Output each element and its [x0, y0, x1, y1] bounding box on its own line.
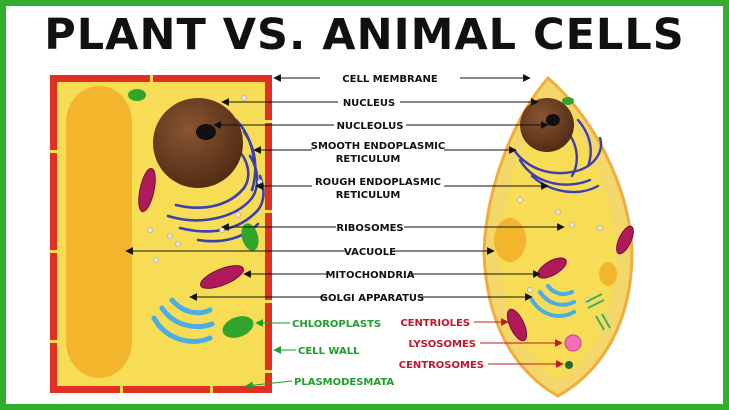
label-ribosomes: RIBOSOMES: [336, 223, 403, 234]
animal-centrioles: [585, 293, 611, 331]
label-mitochondria: MITOCHONDRIA: [325, 270, 414, 281]
animal-endoplasmic-reticulum: [512, 118, 603, 194]
plant-chloroplast: [222, 316, 254, 338]
label-chloroplasts: CHLOROPLASTS: [292, 319, 381, 330]
label-rough-er-line2: RETICULUM: [336, 190, 401, 201]
label-cell-wall: CELL WALL: [298, 346, 360, 357]
label-centrioles: CENTRIOLES: [400, 318, 470, 329]
diagram-title: PLANT VS. ANIMAL CELLS: [44, 10, 685, 60]
animal-nucleolus: [546, 114, 560, 126]
plant-nucleus: [153, 98, 243, 188]
plant-vacuole: [66, 86, 132, 378]
label-nucleolus: NUCLEOLUS: [337, 121, 404, 132]
label-rough-er-line1: ROUGH ENDOPLASMIC: [315, 177, 441, 188]
label-smooth-er-line1: SMOOTH ENDOPLASMIC: [311, 141, 445, 152]
leader-lines: [125, 74, 565, 390]
shared-labels: CELL MEMBRANE NUCLEUS NUCLEOLUS SMOOTH E…: [311, 74, 445, 304]
animal-cell: [482, 75, 634, 398]
label-nucleus: NUCLEUS: [343, 98, 395, 109]
label-cell-membrane: CELL MEMBRANE: [342, 74, 438, 85]
animal-centrosome: [565, 361, 573, 369]
plant-chloroplast: [128, 89, 146, 101]
animal-mitochondrion: [616, 225, 634, 255]
animal-lysosome: [564, 334, 582, 352]
animal-mitochondrion: [506, 308, 528, 342]
plant-golgi-apparatus: [151, 297, 215, 344]
label-lysosomes: LYSOSOMES: [409, 339, 476, 350]
animal-vacuole: [599, 262, 617, 286]
plant-endoplasmic-reticulum: [166, 118, 265, 243]
plant-mitochondrion: [199, 265, 245, 289]
animal-ribosomes: [517, 197, 603, 303]
plasmodesmata-channels: [50, 75, 272, 393]
label-smooth-er-line2: RETICULUM: [336, 154, 401, 165]
plant-mitochondrion: [138, 167, 156, 213]
label-centrosomes: CENTROSOMES: [399, 360, 484, 371]
label-golgi-apparatus: GOLGI APPARATUS: [320, 293, 425, 304]
animal-vesicle: [562, 97, 574, 105]
animal-labels: CENTRIOLES LYSOSOMES CENTROSOMES: [399, 318, 484, 371]
plant-nucleolus: [196, 124, 216, 140]
label-vacuole: VACUOLE: [344, 247, 396, 258]
label-plasmodesmata: PLASMODESMATA: [294, 377, 394, 388]
plant-chloroplast: [241, 223, 259, 251]
animal-golgi-apparatus: [530, 284, 576, 318]
animal-vacuole: [494, 218, 526, 262]
plant-labels: CHLOROPLASTS CELL WALL PLASMODESMATA: [292, 319, 394, 388]
plant-cell: [50, 75, 272, 393]
